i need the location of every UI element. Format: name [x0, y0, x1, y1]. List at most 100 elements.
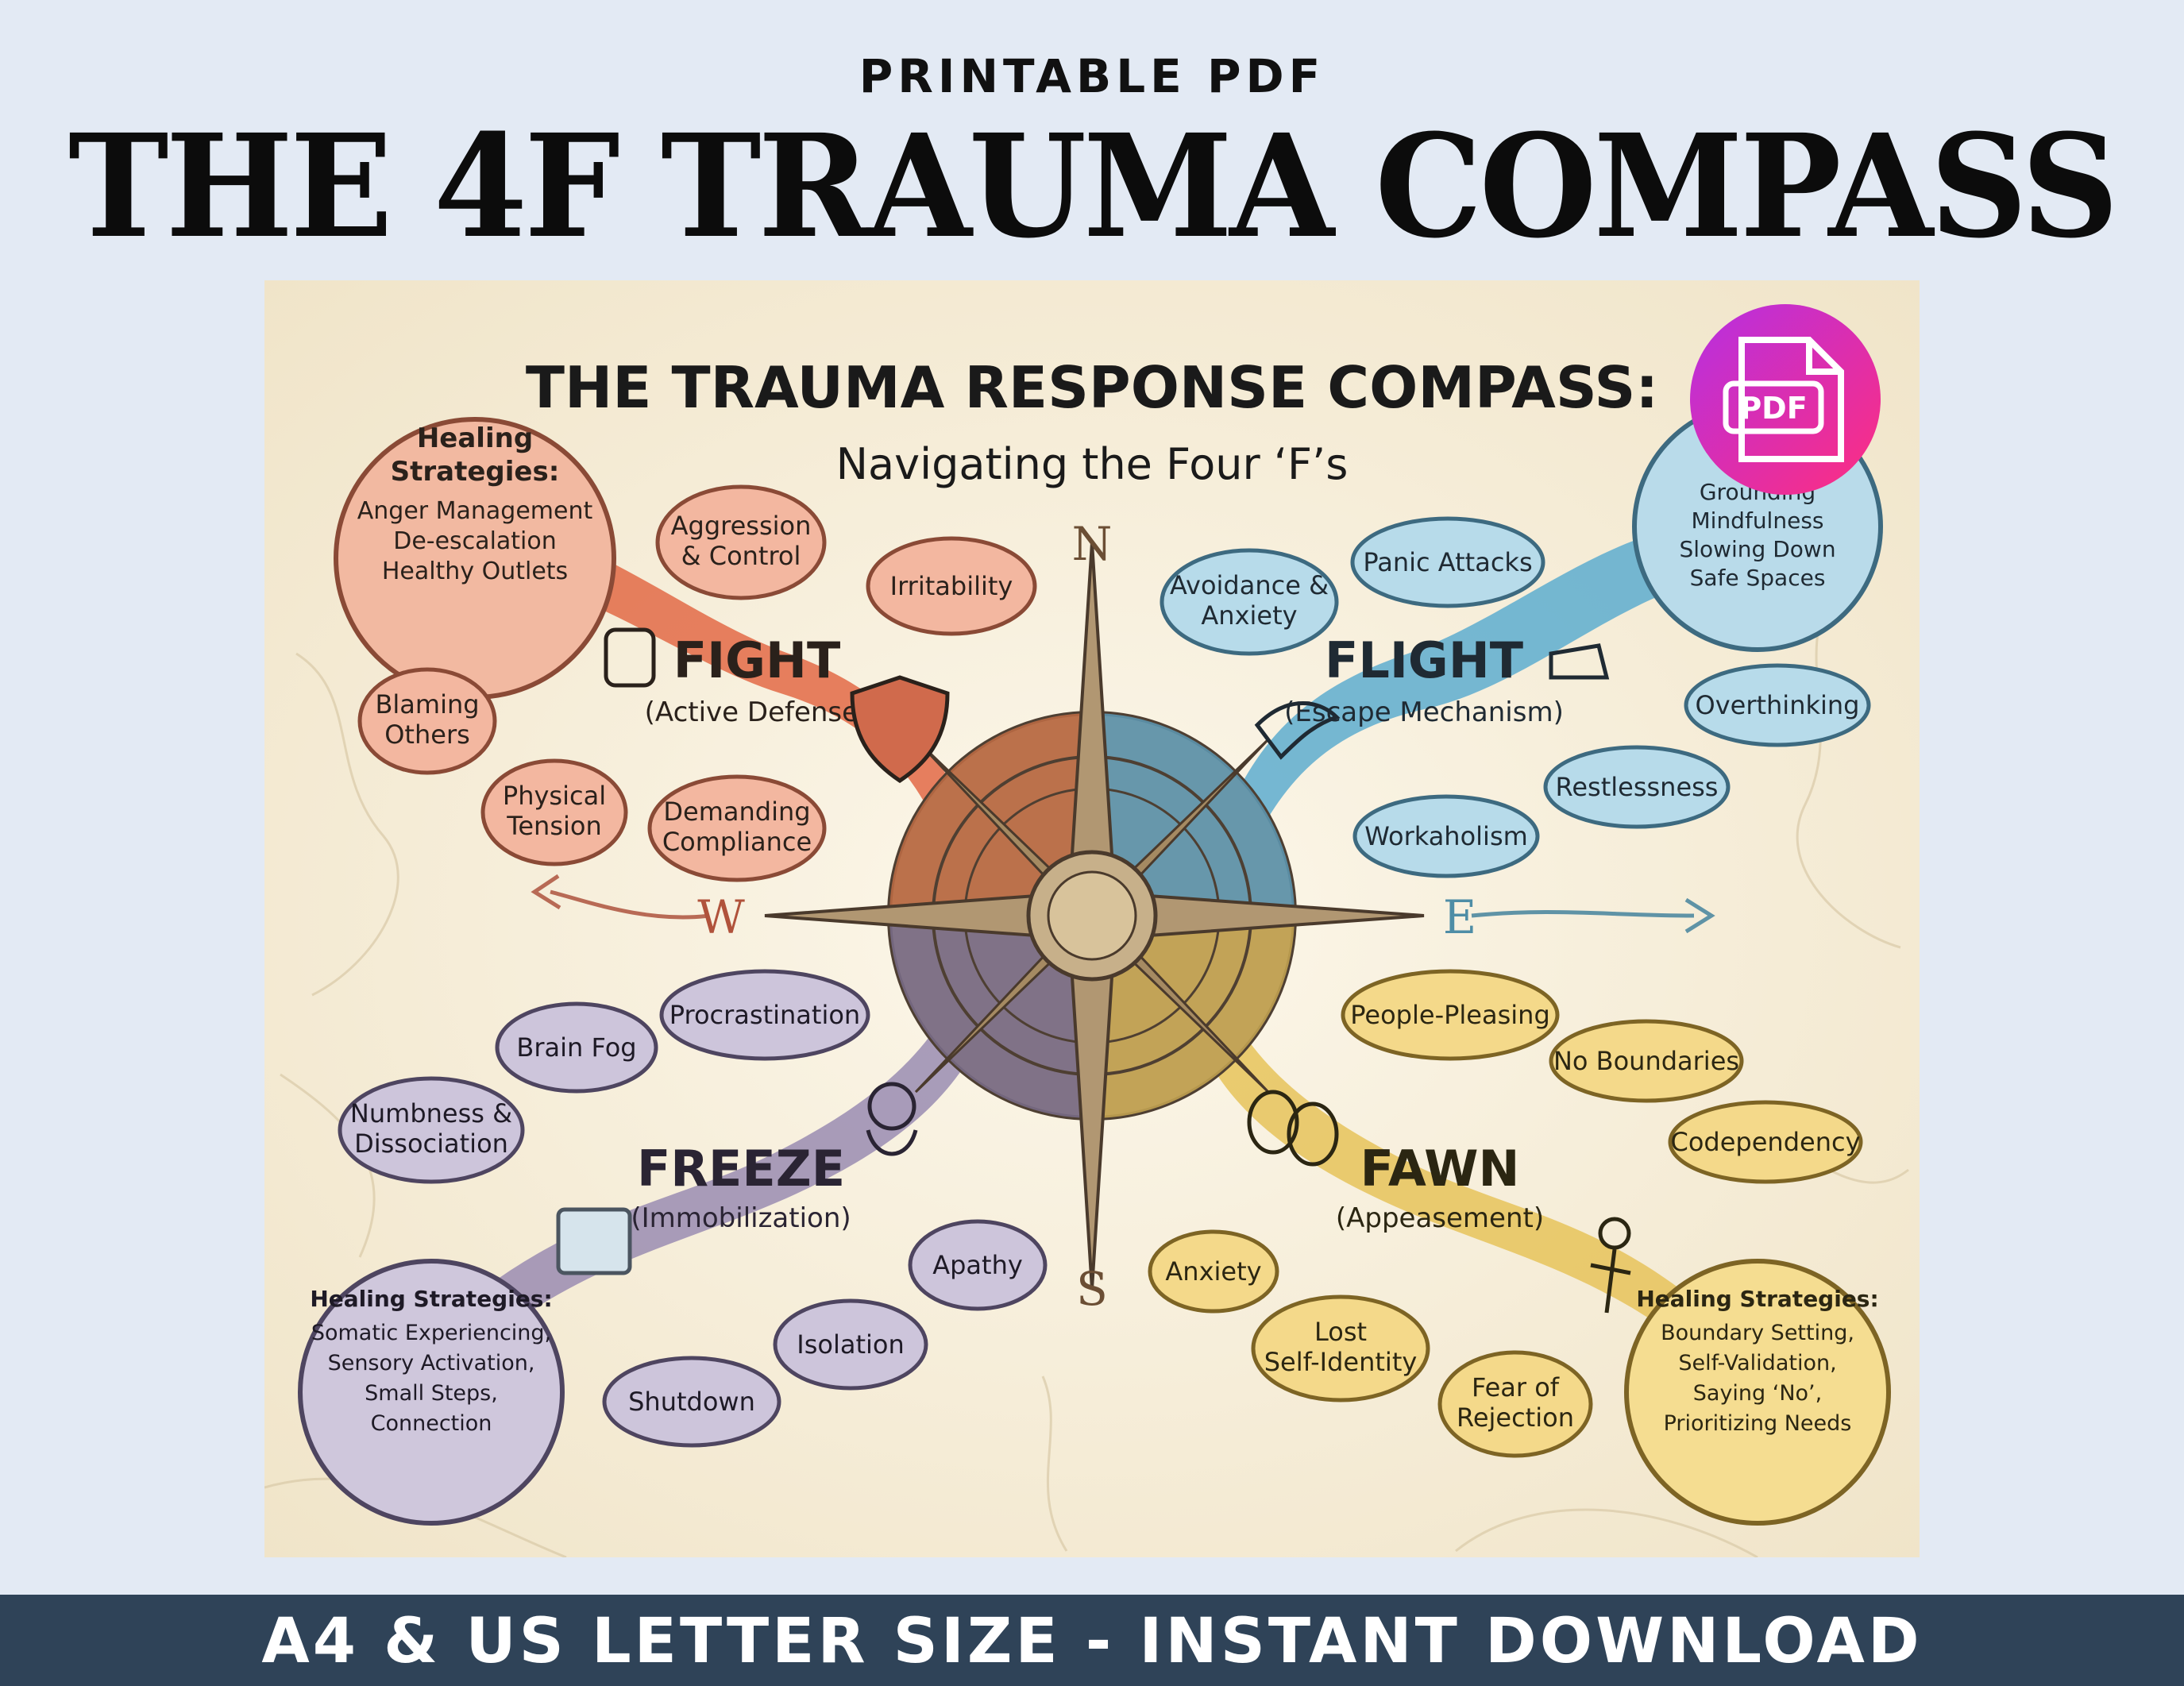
compass-rose	[764, 542, 1425, 1290]
speech-bubble: Irritability	[866, 536, 1037, 636]
flight-heal-item: Mindfulness	[1692, 507, 1824, 534]
fawn-heal-item: Saying ‘No’,	[1693, 1381, 1822, 1406]
svg-text:Physical: Physical	[503, 781, 606, 811]
fawn-heal-item: Prioritizing Needs	[1664, 1411, 1852, 1436]
speech-bubble: Lost Self-Identity	[1251, 1294, 1430, 1402]
footer-bar	[0, 1595, 2184, 1686]
svg-text:Overthinking: Overthinking	[1696, 690, 1860, 720]
speech-bubble: Restlessness	[1543, 745, 1731, 829]
fight-heal-title-2: Strategies:	[391, 456, 560, 488]
file-icon	[1738, 337, 1844, 462]
svg-text:Apathy: Apathy	[932, 1250, 1023, 1280]
speech-bubble: Procrastination	[659, 969, 870, 1061]
fawn-heal-item: Boundary Setting,	[1661, 1321, 1854, 1345]
huddled-person-icon	[866, 1082, 918, 1156]
theater-masks-icon	[1247, 1090, 1339, 1167]
svg-text:Self-Identity: Self-Identity	[1264, 1347, 1418, 1377]
svg-text:Compliance: Compliance	[662, 827, 812, 857]
svg-text:& Control: & Control	[681, 541, 801, 571]
speech-bubble: Demanding Compliance	[647, 774, 827, 882]
speech-bubble: Shutdown	[602, 1356, 781, 1448]
fight-heal-item: Anger Management	[357, 497, 593, 525]
svg-text:People-Pleasing: People-Pleasing	[1350, 1000, 1550, 1030]
svg-text:Others: Others	[384, 720, 470, 750]
svg-text:Procrastination: Procrastination	[669, 1000, 860, 1030]
svg-text:Tension: Tension	[506, 811, 602, 841]
freeze-sublabel: (Immobilization)	[631, 1202, 851, 1234]
svg-text:Workaholism: Workaholism	[1364, 821, 1528, 851]
speech-bubble: Physical Tension	[480, 758, 628, 866]
ice-cube-icon	[556, 1207, 632, 1275]
west-arrow	[550, 889, 710, 920]
speech-bubble: Fear of Rejection	[1437, 1350, 1593, 1458]
freeze-heal-item: Somatic Experiencing,	[311, 1321, 551, 1345]
speech-bubble: Codependency	[1668, 1100, 1863, 1184]
fight-heal-item: De-escalation	[393, 527, 557, 555]
header-title: THE 4F TRAUMA COMPASS	[68, 103, 2119, 270]
speech-bubble: Workaholism	[1352, 794, 1540, 878]
freeze-heal-title: Healing Strategies:	[310, 1286, 552, 1312]
compass-poster: N S W E THE TRAUMA RESPONSE COMPASS: Nav…	[264, 280, 1920, 1557]
footer-text: A4 & US LETTER SIZE - INSTANT DOWNLOAD	[261, 1606, 1923, 1677]
fight-sublabel: (Active Defense)	[645, 696, 870, 728]
fawn-sublabel: (Appeasement)	[1336, 1202, 1544, 1234]
fight-label: FIGHT	[673, 631, 841, 689]
fawn-heal-title: Healing Strategies:	[1636, 1286, 1878, 1312]
freeze-healing-circle: Healing Strategies: Somatic Experiencing…	[298, 1259, 565, 1526]
speech-bubble: Apathy	[908, 1219, 1048, 1311]
svg-text:Irritability: Irritability	[890, 571, 1013, 601]
svg-text:Aggression: Aggression	[671, 511, 812, 541]
compass-s: S	[1076, 1262, 1108, 1316]
freeze-heal-item: Connection	[371, 1411, 492, 1436]
svg-text:Fear of: Fear of	[1472, 1372, 1560, 1402]
svg-text:Demanding: Demanding	[663, 797, 810, 827]
flight-heal-item: Safe Spaces	[1690, 565, 1826, 591]
pdf-badge-label: PDF	[1739, 391, 1807, 426]
svg-text:Numbness &: Numbness &	[350, 1098, 512, 1129]
svg-text:No Boundaries: No Boundaries	[1553, 1046, 1739, 1076]
fawn-ribbon	[1194, 1003, 1710, 1345]
speech-bubble: People-Pleasing	[1341, 969, 1560, 1061]
svg-text:Brain Fog: Brain Fog	[516, 1032, 636, 1063]
svg-text:Restlessness: Restlessness	[1556, 772, 1719, 802]
poster-title: THE TRAUMA RESPONSE COMPASS:	[526, 354, 1658, 421]
fight-healing-circle: Healing Strategies: Anger Management De-…	[334, 417, 616, 700]
svg-text:Rejection: Rejection	[1457, 1402, 1574, 1433]
svg-text:Anxiety: Anxiety	[1201, 600, 1297, 631]
fight-heal-title-1: Healing	[417, 422, 533, 454]
compass-n: N	[1072, 517, 1113, 571]
speech-bubble: Brain Fog	[495, 1001, 658, 1094]
speech-bubble: Numbness & Dissociation	[338, 1076, 525, 1184]
pdf-badge: PDF	[1690, 304, 1881, 495]
svg-text:Avoidance &: Avoidance &	[1170, 570, 1329, 600]
running-shoe-icon	[1549, 643, 1610, 680]
svg-text:Isolation: Isolation	[797, 1329, 904, 1360]
speech-bubble: Isolation	[773, 1298, 928, 1391]
speech-bubble: Avoidance & Anxiety	[1160, 548, 1339, 656]
speech-bubble: Anxiety	[1148, 1229, 1279, 1314]
speech-bubble: Aggression & Control	[655, 484, 827, 600]
freeze-heal-item: Sensory Activation,	[328, 1351, 535, 1375]
freeze-label: FREEZE	[637, 1140, 845, 1198]
compass-e: E	[1443, 890, 1476, 944]
speech-bubble: Panic Attacks	[1350, 516, 1545, 608]
poster-subtitle: Navigating the Four ‘F’s	[836, 439, 1349, 489]
svg-text:Anxiety: Anxiety	[1165, 1256, 1261, 1287]
shield-icon	[850, 675, 950, 784]
east-arrow	[1471, 910, 1695, 918]
svg-text:Blaming: Blaming	[375, 689, 479, 720]
flight-label: FLIGHT	[1325, 631, 1523, 689]
freeze-heal-item: Small Steps,	[365, 1381, 498, 1406]
speech-bubble: Overthinking	[1684, 663, 1871, 747]
speech-bubble: Blaming Others	[357, 667, 497, 775]
svg-text:Dissociation: Dissociation	[354, 1129, 508, 1159]
header-kicker: PRINTABLE PDF	[859, 49, 1325, 103]
flight-heal-item: Slowing Down	[1679, 536, 1835, 562]
fist-icon	[604, 627, 656, 688]
wing-icon	[1254, 701, 1341, 760]
svg-text:Panic Attacks: Panic Attacks	[1363, 547, 1532, 577]
svg-text:Codependency: Codependency	[1670, 1127, 1860, 1157]
bowing-person-icon	[1590, 1217, 1631, 1314]
svg-text:Shutdown: Shutdown	[628, 1387, 755, 1417]
fawn-healing-circle: Healing Strategies: Boundary Setting, Se…	[1624, 1259, 1891, 1526]
